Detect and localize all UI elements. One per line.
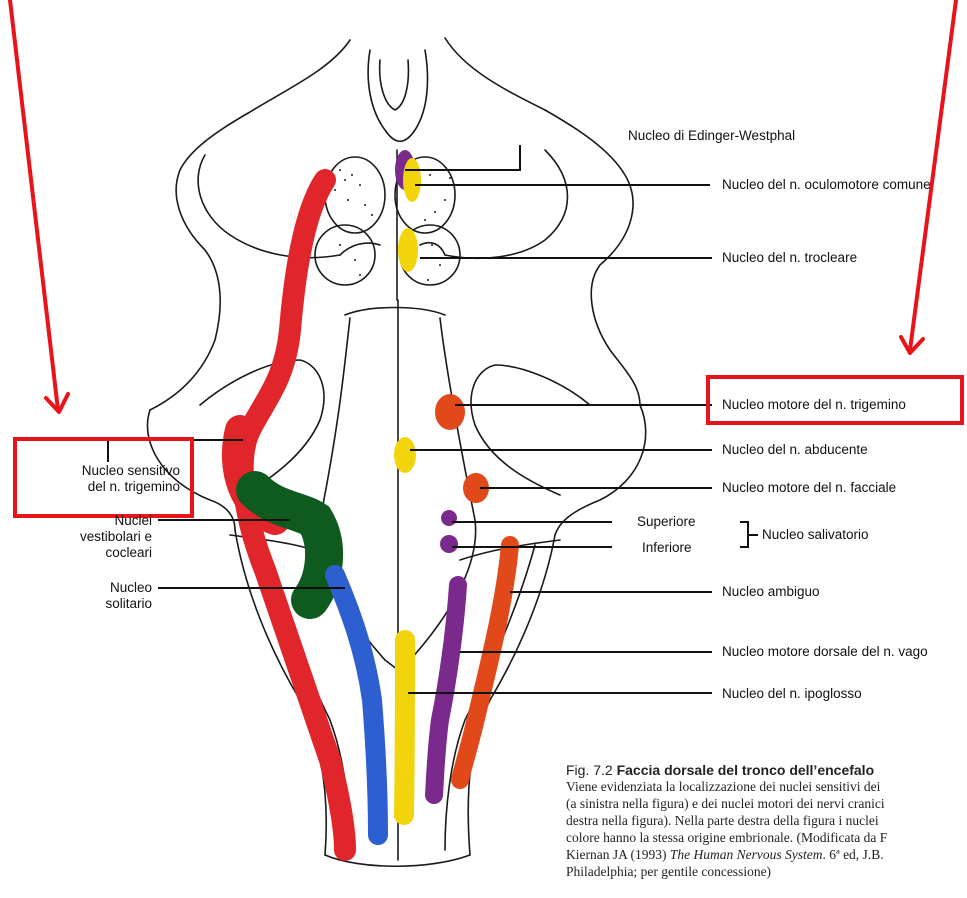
vago-nucleus	[434, 585, 458, 795]
caption-line-3: destra nella figura). Nella parte destra…	[566, 812, 967, 829]
label-sensitivo-trigemino: Nucleo sensitivo del n. trigemino	[30, 463, 180, 495]
caption-line-5: Kiernan JA (1993) The Human Nervous Syst…	[566, 846, 967, 863]
nuclei	[237, 180, 378, 850]
label-solitario-line2: solitario	[40, 596, 152, 612]
caption-fig-number: Fig. 7.2	[566, 762, 613, 778]
caption-book-title: The Human Nervous System	[670, 847, 823, 862]
caption-line-4: colore hanno la stessa origine embrional…	[566, 829, 967, 846]
label-vestibolari-line3: cocleari	[40, 545, 152, 561]
arrow-left-shaft	[10, 0, 58, 410]
motore-trigemino-nucleus	[435, 394, 465, 430]
ambiguo-nucleus	[460, 545, 510, 780]
label-edinger-westphal: Nucleo di Edinger-Westphal	[628, 128, 795, 144]
oculomotore-nucleus	[403, 158, 421, 202]
motor-nuclei	[394, 150, 510, 815]
label-superiore: Superiore	[637, 514, 696, 530]
caption-body: Viene evidenziata la localizzazione dei …	[566, 778, 967, 880]
trocleare-nucleus	[398, 228, 418, 272]
label-sensitivo-line1: Nucleo sensitivo	[30, 463, 180, 479]
caption-line-5-pre: Kiernan JA (1993)	[566, 847, 670, 862]
label-vestibolari-line1: Nuclei	[40, 513, 152, 529]
figure-caption: Fig. 7.2 Faccia dorsale del tronco dell’…	[566, 762, 967, 880]
label-vestibolari: Nuclei vestibolari e cocleari	[40, 513, 152, 561]
salivatorio-superiore	[441, 510, 457, 526]
label-inferiore: Inferiore	[642, 540, 692, 556]
abducente-nucleus	[394, 437, 416, 473]
salivatorio-inferiore	[440, 535, 458, 553]
caption-line-5-post: . 6ª ed, J.B.	[822, 847, 883, 862]
caption-line-6: Philadelphia; per gentile concessione)	[566, 863, 967, 880]
caption-title: Faccia dorsale del tronco dell’encefalo	[617, 762, 875, 778]
label-vestibolari-line2: vestibolari e	[40, 529, 152, 545]
ipoglosso-nucleus	[404, 640, 405, 815]
label-sensitivo-line2: del n. trigemino	[30, 479, 180, 495]
label-salivatorio: Nucleo salivatorio	[762, 527, 869, 543]
caption-heading: Fig. 7.2 Faccia dorsale del tronco dell’…	[566, 762, 967, 778]
label-ipoglosso: Nucleo del n. ipoglosso	[722, 686, 862, 702]
label-ambiguo: Nucleo ambiguo	[722, 584, 820, 600]
arrow-right-shaft	[910, 0, 956, 350]
label-motore-trigemino: Nucleo motore del n. trigemino	[722, 397, 906, 413]
label-vago: Nucleo motore dorsale del n. vago	[722, 644, 928, 660]
label-oculomotore: Nucleo del n. oculomotore comune	[722, 177, 931, 193]
label-solitario-line1: Nucleo	[40, 580, 152, 596]
label-trocleare: Nucleo del n. trocleare	[722, 250, 857, 266]
label-facciale: Nucleo motore del n. facciale	[722, 480, 896, 496]
leader-lines	[108, 145, 758, 693]
label-abducente: Nucleo del n. abducente	[722, 442, 868, 458]
annotation-arrows[interactable]	[10, 0, 956, 412]
caption-line-1: Viene evidenziata la localizzazione dei …	[566, 778, 967, 795]
label-solitario: Nucleo solitario	[40, 580, 152, 612]
caption-line-2: (a sinistra nella figura) e dei nuclei m…	[566, 795, 967, 812]
